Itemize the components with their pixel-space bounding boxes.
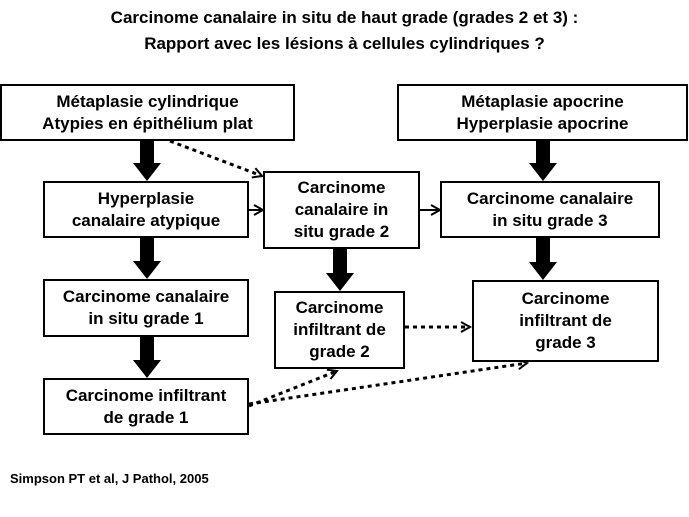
box-label: Carcinome infiltrant de grade 3 [519, 289, 612, 352]
solid-arrow-apocrine-to-ccis3 [529, 141, 557, 181]
box-carcinome-canalaire-in-situ-grade-2: Carcinome canalaire in situ grade 2 [263, 171, 420, 249]
box-hyperplasie-canalaire-atypique: Hyperplasie canalaire atypique [43, 181, 249, 238]
box-carcinome-infiltrant-grade-1: Carcinome infiltrant de grade 1 [43, 378, 249, 435]
box-label: Carcinome infiltrant de grade 1 [65, 385, 227, 427]
box-label: Carcinome canalaire in situ grade 3 [466, 188, 634, 230]
box-label: Carcinome canalaire in situ grade 1 [62, 287, 230, 328]
dotted-arrow-cylindrique-to-ccis2 [169, 139, 262, 176]
dotted-arrow-infiltrant1-to-infiltrant2 [248, 371, 337, 408]
box-carcinome-canalaire-in-situ-grade-3: Carcinome canalaire in situ grade 3 [440, 181, 660, 238]
box-carcinome-infiltrant-grade-3: Carcinome infiltrant de grade 3 [472, 280, 659, 362]
box-carcinome-infiltrant-grade-2: Carcinome infiltrant de grade 2 [274, 291, 405, 369]
box-metaplasie-cylindrique: Métaplasie cylindrique Atypies en épithé… [0, 84, 295, 141]
solid-arrow-ccis3-to-infiltrant3 [529, 238, 557, 280]
diagram-title-line-2: Rapport avec les lésions à cellules cyli… [144, 34, 545, 53]
box-label: Carcinome canalaire in situ grade 2 [293, 178, 390, 241]
box-metaplasie-apocrine: Métaplasie apocrine Hyperplasie apocrine [397, 84, 688, 141]
citation: Simpson PT et al, J Pathol, 2005 [10, 471, 209, 486]
solid-arrow-cylindrique-to-hyperplasie [133, 141, 161, 181]
solid-arrow-ccis2-to-infiltrant2 [326, 249, 354, 291]
box-label: Hyperplasie canalaire atypique [71, 188, 221, 230]
dotted-arrow-infiltrant1-to-infiltrant3 [248, 363, 527, 406]
box-label: Métaplasie apocrine Hyperplasie apocrine [456, 91, 629, 133]
box-label: Métaplasie cylindrique Atypies en épithé… [42, 91, 253, 133]
solid-arrow-ccis1-to-infiltrant1 [133, 337, 161, 378]
diagram-title-line-1: Carcinome canalaire in situ de haut grad… [110, 8, 579, 27]
box-label: Carcinome infiltrant de grade 2 [293, 298, 386, 361]
solid-arrow-hyperplasie-to-ccis1 [133, 238, 161, 279]
box-carcinome-canalaire-in-situ-grade-1: Carcinome canalaire in situ grade 1 [43, 279, 249, 337]
